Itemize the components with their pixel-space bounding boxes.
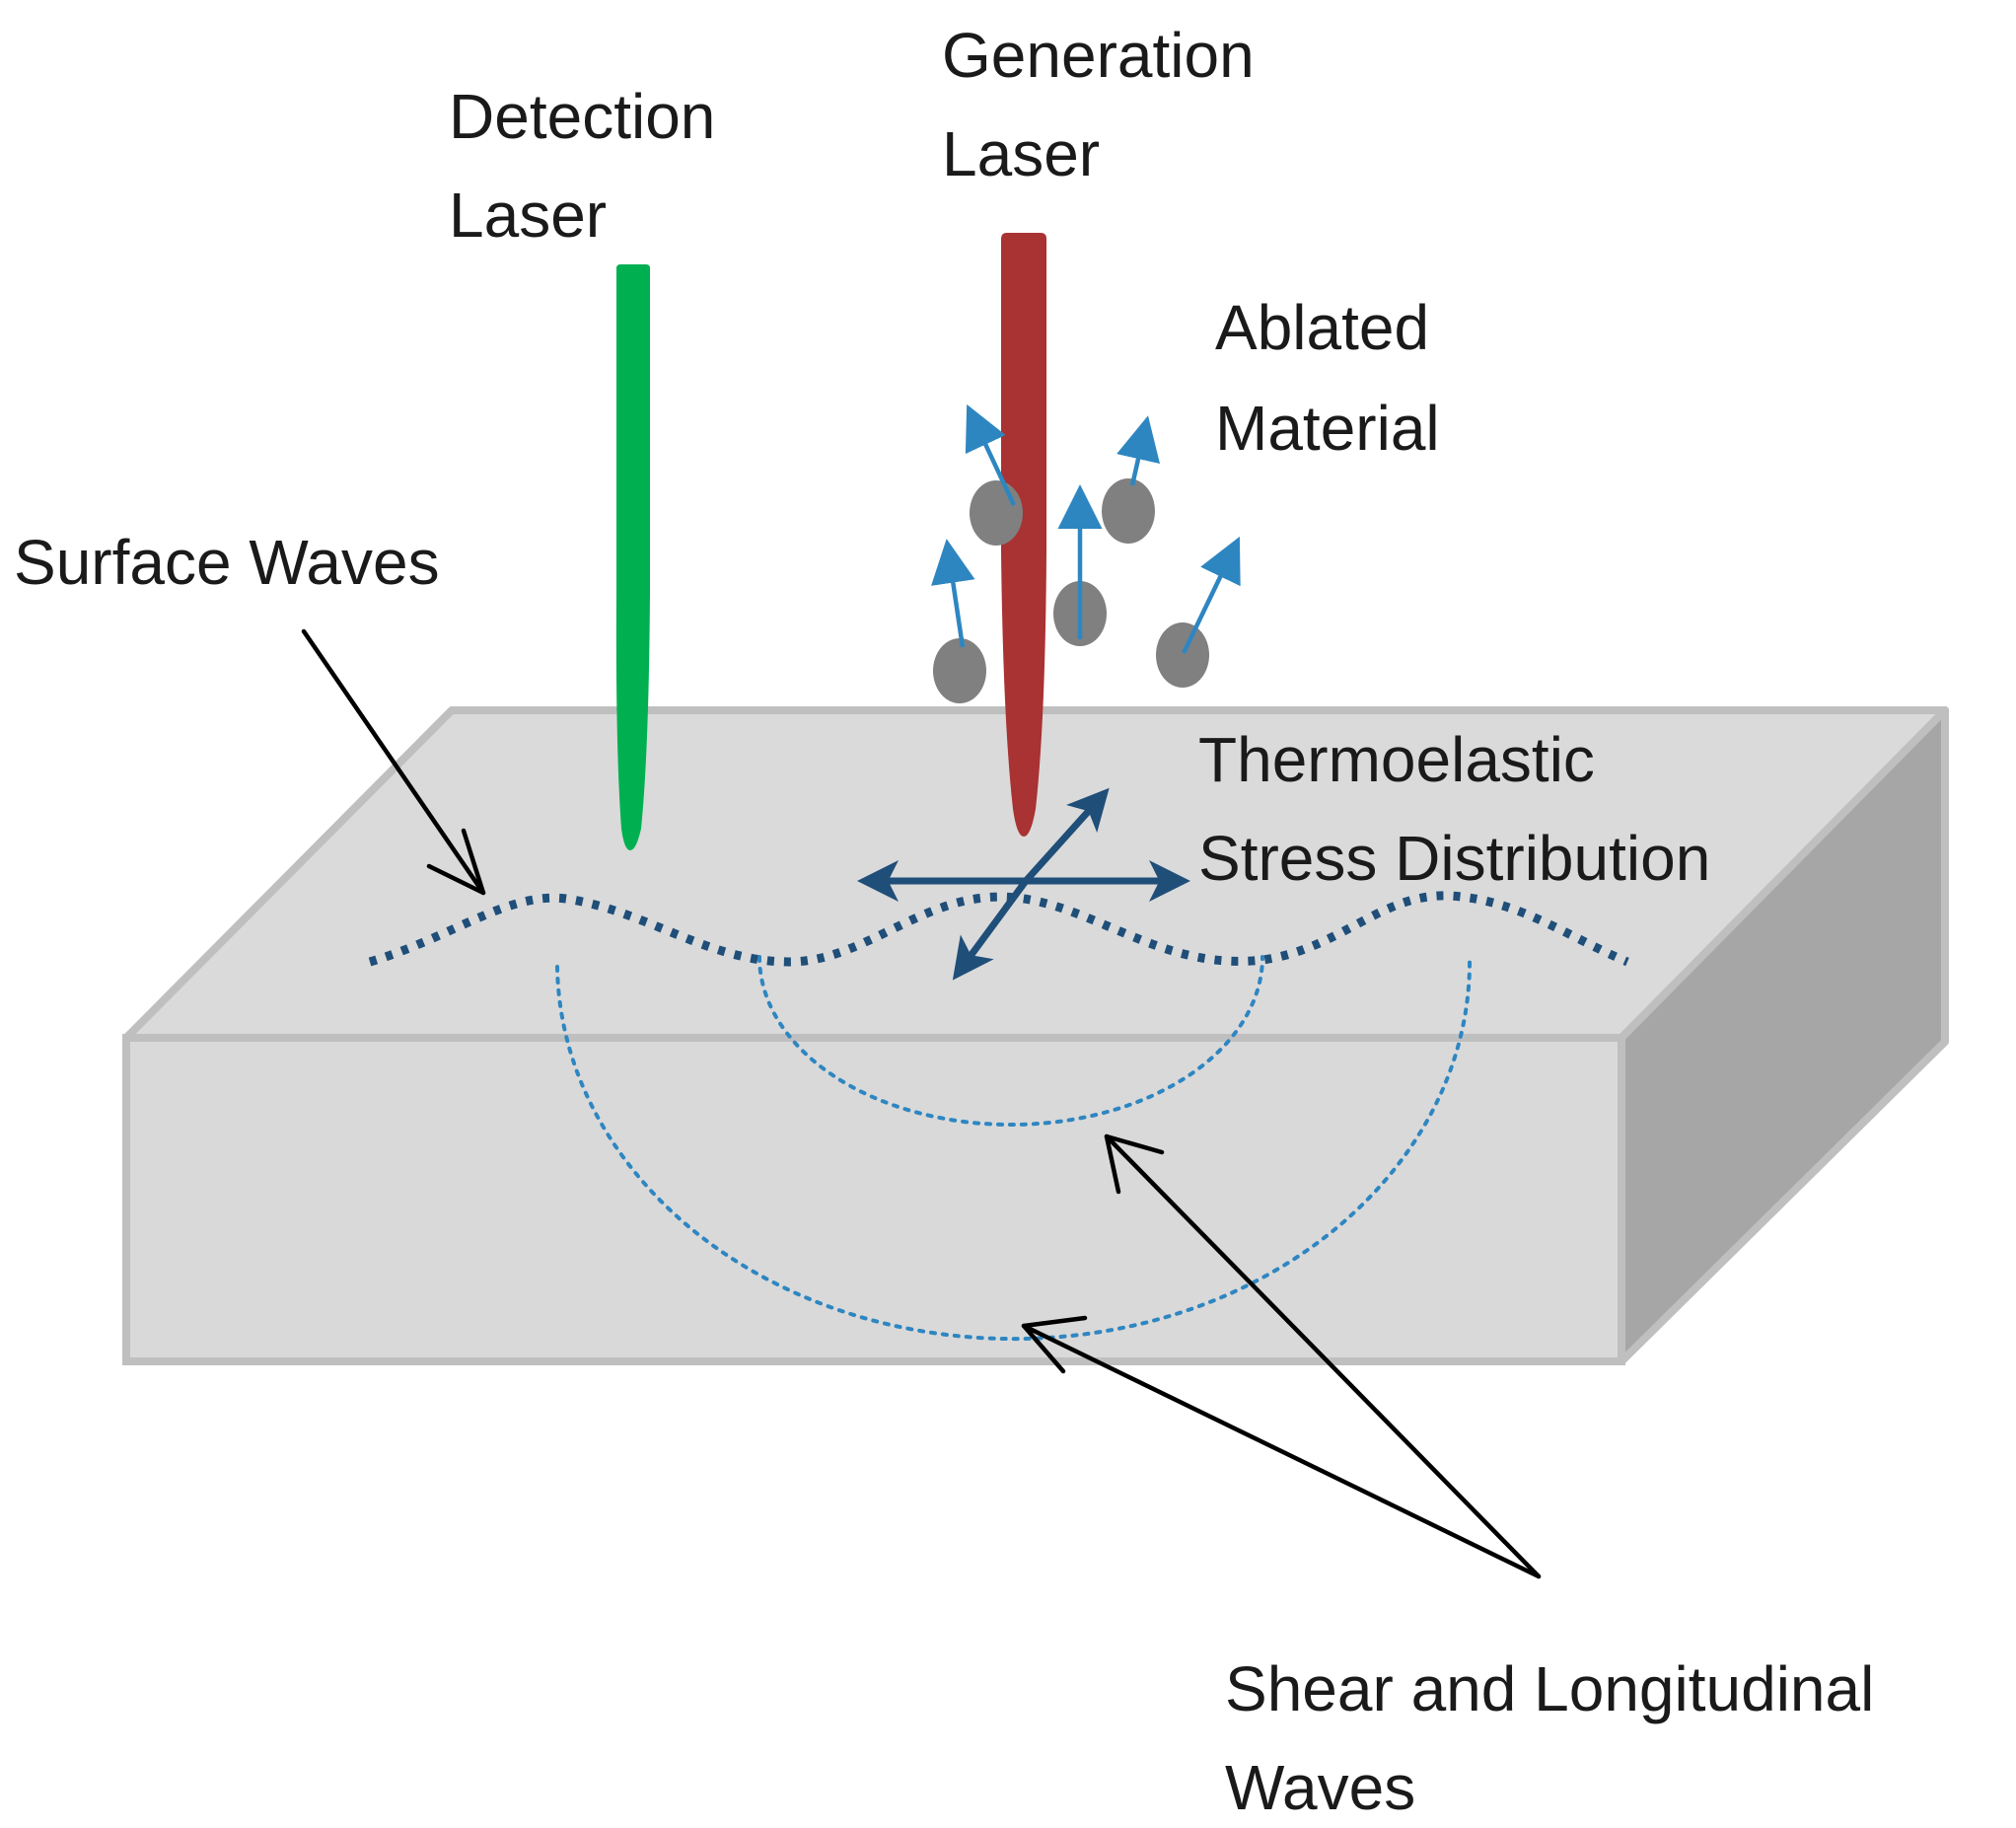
detection-laser-beam xyxy=(615,264,650,850)
particle-arrow xyxy=(1181,536,1241,654)
particle xyxy=(1156,622,1209,688)
shear-pointer-lower-head xyxy=(1021,1315,1088,1374)
generation-laser-label-line2: Laser xyxy=(942,118,1100,189)
stress-distribution-arrows xyxy=(857,787,1190,981)
stress-arrow-up xyxy=(1023,787,1110,884)
stress-arrow-down xyxy=(952,878,1029,981)
shear-pointer-upper xyxy=(1104,1133,1542,1579)
ablated-material-label-line1: Ablated xyxy=(1215,292,1429,363)
surface-waves-pointer-head xyxy=(426,828,486,896)
particle xyxy=(970,480,1023,546)
particle xyxy=(933,638,986,703)
detection-laser-label-line2: Laser xyxy=(449,180,607,251)
pointer-arrows xyxy=(301,628,1542,1579)
generation-laser-beam xyxy=(1001,233,1046,837)
shear-pointer-lower xyxy=(1021,1323,1542,1579)
particle-velocity-arrows xyxy=(931,403,1241,654)
particle-arrow xyxy=(965,403,1017,506)
surface-waves-pointer xyxy=(301,628,486,896)
longitudinal-wave-arc xyxy=(555,955,1473,1342)
thermoelastic-label-line2: Stress Distribution xyxy=(1198,823,1710,894)
shear-longitudinal-label-line2: Waves xyxy=(1225,1752,1415,1823)
shear-wave-arc xyxy=(757,955,1264,1127)
particle-arrow xyxy=(1116,415,1161,486)
ablated-material-label-line2: Material xyxy=(1215,393,1440,464)
block-front-face xyxy=(122,1034,1625,1365)
detection-laser-label-line1: Detection xyxy=(449,81,715,152)
particle-arrow xyxy=(931,539,975,648)
shear-longitudinal-label-line1: Shear and Longitudinal xyxy=(1225,1653,1874,1724)
generation-laser-label-line1: Generation xyxy=(942,20,1255,91)
particle xyxy=(1102,478,1155,544)
surface-waves-label: Surface Waves xyxy=(14,527,440,598)
ablated-particles xyxy=(933,478,1209,703)
shear-pointer-upper-head xyxy=(1104,1133,1165,1195)
thermoelastic-label-line1: Thermoelastic xyxy=(1198,724,1595,795)
